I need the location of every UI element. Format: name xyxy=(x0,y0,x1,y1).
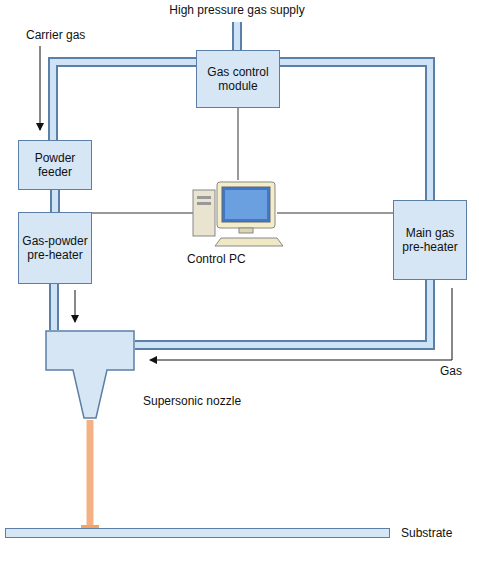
box-label: Gas-powder pre-heater xyxy=(19,231,91,265)
control-wire xyxy=(238,108,239,180)
connector-stroke xyxy=(50,190,60,212)
connector-stroke xyxy=(52,190,58,212)
process-box: Gas-powder pre-heater xyxy=(18,212,92,284)
inlet-pipe xyxy=(237,22,238,52)
icon-caption: Control PC xyxy=(187,252,246,266)
connector-stroke xyxy=(280,62,430,200)
control-wire xyxy=(92,213,193,214)
part-label: Substrate xyxy=(401,526,452,540)
connector-stroke xyxy=(238,108,239,180)
substrate-plate: Substrate xyxy=(5,528,390,538)
connector-stroke xyxy=(277,213,393,214)
gas-pipe xyxy=(54,284,55,330)
connector-stroke xyxy=(49,284,59,330)
box-label: Main gas pre-heater xyxy=(394,223,466,257)
gas-pipe xyxy=(280,62,430,200)
annotation-label: Carrier gas xyxy=(26,28,85,42)
connector-stroke xyxy=(280,62,430,200)
connector-stroke xyxy=(135,280,430,345)
nozzle-outline xyxy=(45,330,135,420)
connector-stroke xyxy=(53,62,196,140)
process-box: Main gas pre-heater xyxy=(393,200,467,280)
connector-stroke xyxy=(53,62,196,140)
flow-arrow xyxy=(40,46,41,130)
control-wire xyxy=(277,213,393,214)
part-label: Supersonic nozzle xyxy=(143,394,241,408)
connector-stroke xyxy=(51,284,57,330)
connector-stroke xyxy=(92,213,193,214)
connector-stroke xyxy=(87,420,94,528)
annotation-label: Gas xyxy=(440,364,462,378)
gas-pipe xyxy=(53,62,196,140)
gas-pipe xyxy=(55,190,56,212)
annotation-label: High pressure gas supply xyxy=(169,3,304,17)
nozzle-shape: Supersonic nozzle xyxy=(45,330,135,420)
powder-spray xyxy=(81,420,99,528)
connector-stroke xyxy=(135,280,430,345)
process-box: Powder feeder xyxy=(18,140,92,190)
box-label: Gas control module xyxy=(197,62,279,96)
box-label: Powder feeder xyxy=(19,148,91,182)
gas-pipe xyxy=(135,280,430,345)
process-box: Gas control module xyxy=(196,50,280,108)
computer-icon: Control PC xyxy=(187,180,287,272)
computer-illustration xyxy=(187,180,287,250)
flow-arrow xyxy=(75,290,76,322)
